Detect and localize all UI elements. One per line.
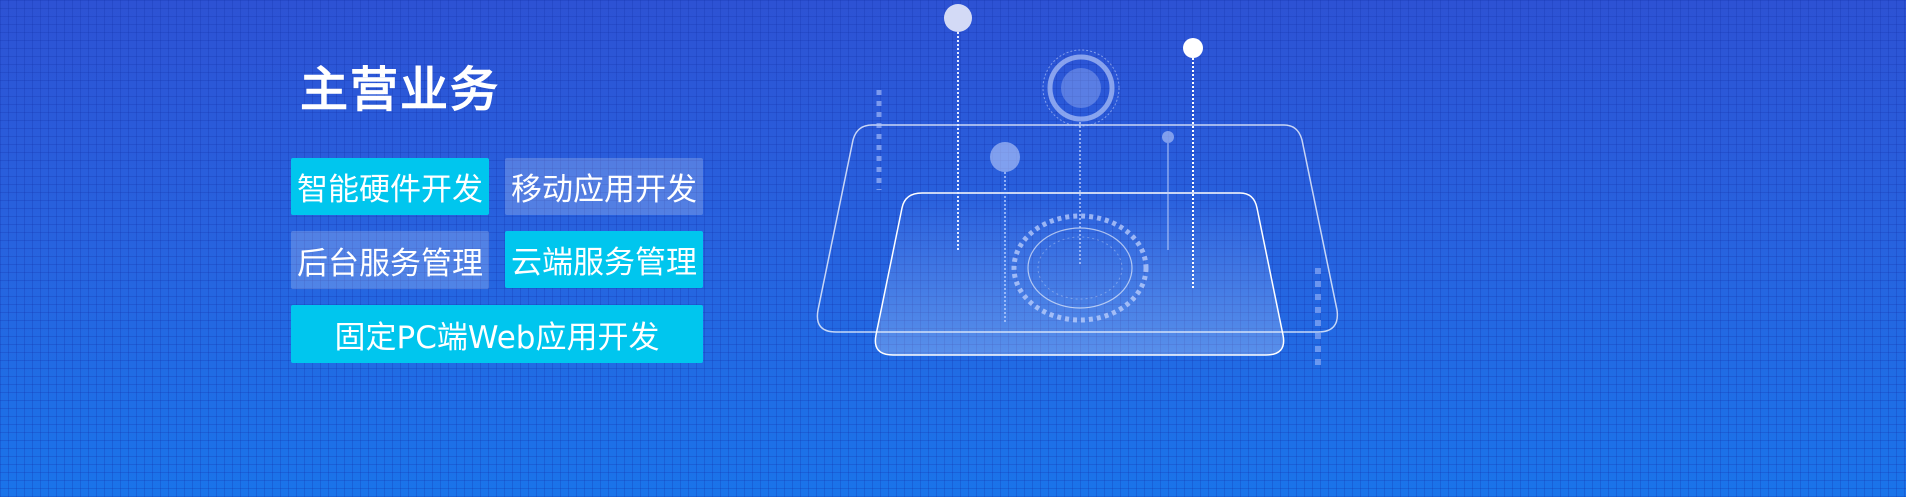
service-backend-button[interactable]: 后台服务管理 — [291, 231, 489, 289]
front-platform — [874, 192, 1285, 356]
service-mobile-app-button[interactable]: 移动应用开发 — [505, 158, 703, 215]
page-title: 主营业务 — [300, 62, 501, 118]
service-smart-hardware-button[interactable]: 智能硬件开发 — [291, 158, 489, 215]
node-circle — [1183, 38, 1203, 58]
service-cloud-button[interactable]: 云端服务管理 — [505, 231, 703, 288]
node-circle — [990, 142, 1020, 172]
node-circle — [1162, 131, 1174, 143]
node-circle — [944, 4, 972, 32]
back-platform — [816, 124, 1339, 333]
dashed-ring — [1011, 213, 1149, 323]
target-ring — [1047, 54, 1115, 122]
service-pc-web-button[interactable]: 固定PC端Web应用开发 — [291, 305, 703, 363]
